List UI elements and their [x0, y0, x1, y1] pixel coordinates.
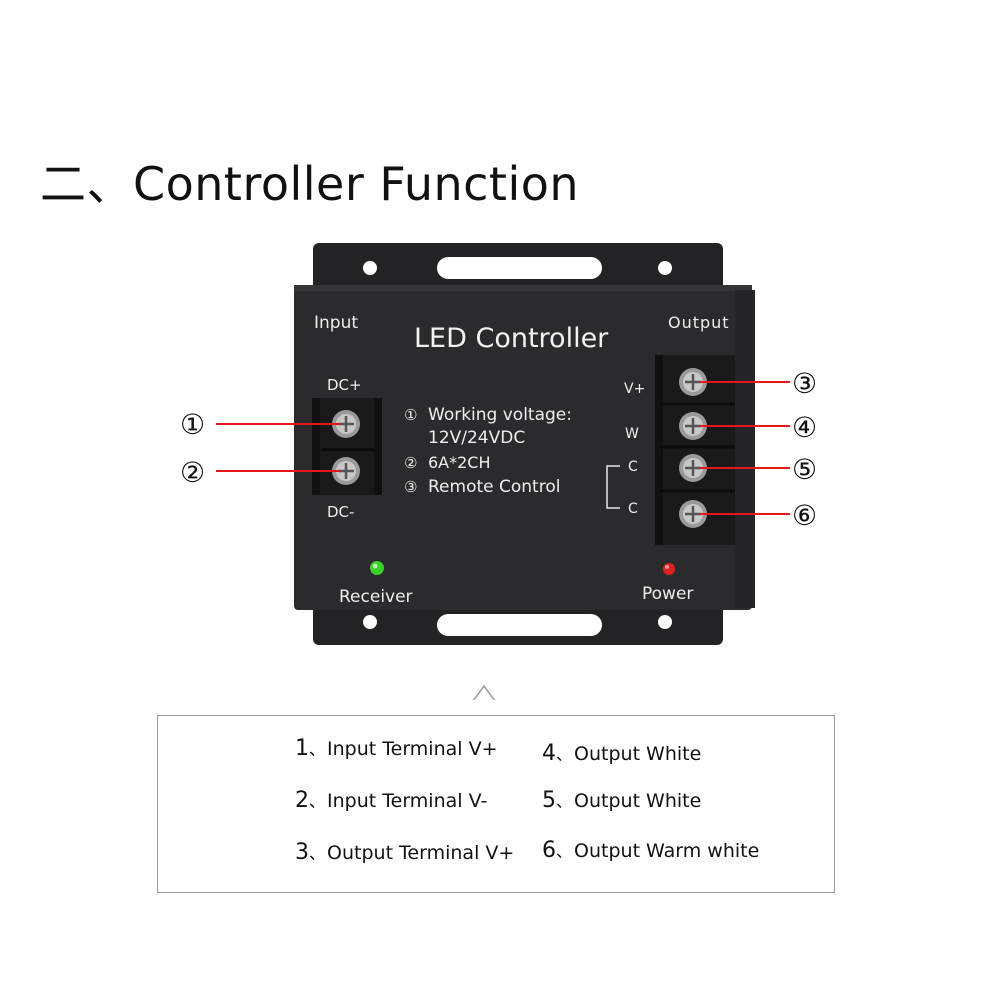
power-led [663, 563, 675, 575]
heading-title: Controller Function [133, 157, 580, 211]
mount-hole-top-right [658, 261, 672, 275]
spec-line-1-text: Working voltage: [428, 405, 572, 425]
legend-item-6: 6、Output Warm white [542, 838, 760, 863]
dc-plus-label: DC+ [327, 376, 362, 394]
callout-4: ④ [792, 411, 817, 444]
device-title: LED Controller [414, 323, 609, 354]
spec-line-3-marker: ② [404, 454, 417, 472]
output-terminal-block [655, 355, 735, 545]
legend-item-3: 3、Output Terminal V+ [295, 840, 515, 865]
output-terminal-label-1: V+ [624, 381, 645, 397]
legend-box: 1、Input Terminal V+ 2、Input Terminal V- … [157, 715, 835, 893]
callout-1: ① [180, 408, 205, 441]
output-terminal-label-4: C [628, 501, 638, 517]
page-heading: 二、Controller Function [40, 148, 579, 214]
power-label: Power [642, 584, 693, 604]
legend-item-5: 5、Output White [542, 788, 702, 813]
callout-3: ③ [792, 367, 817, 400]
output-screw-2 [679, 412, 707, 440]
led-controller-diagram: Input Output LED Controller DC+ DC- ① Wo… [180, 243, 817, 700]
callout-lines [216, 381, 790, 515]
legend-pointer [472, 684, 496, 700]
spec-line-4-text: Remote Control [428, 477, 560, 497]
output-screw-1 [679, 368, 707, 396]
legend-item-2: 2、Input Terminal V- [295, 788, 488, 813]
output-label: Output [668, 313, 730, 332]
spec-line-1-marker: ① [404, 406, 417, 424]
output-terminal-label-2: W [625, 426, 639, 442]
mount-hole-top-left [363, 261, 377, 275]
spec-line-4-marker: ③ [404, 478, 417, 496]
legend-item-1: 1、Input Terminal V+ [295, 736, 498, 761]
spec-line-3-text: 6A*2CH [428, 453, 491, 472]
controller-body [294, 285, 755, 610]
output-screw-4 [679, 500, 707, 528]
heading-prefix: 二、 [40, 157, 133, 211]
input-label: Input [314, 313, 358, 333]
callout-5: ⑤ [792, 453, 817, 486]
output-terminal-label-3: C [628, 459, 638, 475]
input-screw-1 [332, 410, 360, 438]
legend-item-4: 4、Output White [542, 741, 702, 766]
output-screw-3 [679, 454, 707, 482]
mount-hole-bottom-right [658, 615, 672, 629]
receiver-led [370, 561, 384, 575]
receiver-label: Receiver [339, 587, 413, 607]
common-bracket [606, 465, 620, 509]
dc-minus-label: DC- [327, 503, 354, 521]
input-screw-2 [332, 457, 360, 485]
spec-line-2-text: 12V/24VDC [428, 428, 525, 448]
callout-2: ② [180, 456, 205, 489]
callout-6: ⑥ [792, 499, 817, 532]
mount-hole-bottom-left [363, 615, 377, 629]
input-terminal-block [312, 398, 382, 495]
